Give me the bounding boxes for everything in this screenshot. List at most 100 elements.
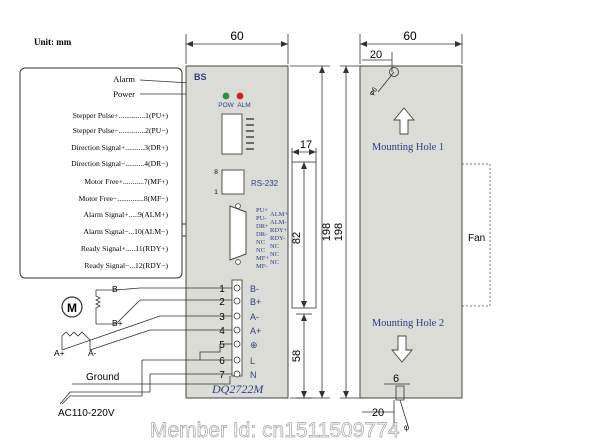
dip-switch-block: [221, 113, 243, 155]
dimension-arrowheads: [292, 66, 325, 398]
conn-right-3: RDY+: [270, 227, 288, 234]
motor-b-plus: B+: [112, 318, 123, 328]
motor-a-plus: A+: [54, 348, 65, 358]
mounting-hole-1-label: Mounting Hole 1: [372, 142, 444, 153]
mounting-hole-2-label: Mounting Hole 2: [372, 318, 444, 329]
motor-symbol: M: [67, 301, 77, 315]
bottom-hole-dia-value: φ: [404, 423, 409, 432]
ground-label: Ground: [86, 372, 119, 383]
signal-pin-6: Motor Free−..............8(MF−): [79, 194, 169, 203]
mounting-hole-2-arrow-icon: [391, 335, 413, 363]
power-callout-label: Power: [113, 89, 135, 99]
front-width-value: 60: [230, 29, 244, 43]
conn-right-5: NC: [270, 243, 279, 250]
motor-icon: [61, 296, 83, 318]
terminal-wiring: [59, 287, 232, 405]
brand-label: BS: [194, 72, 207, 82]
signal-pin-list: Stepper Pulse+..............1(PU+) Stepp…: [71, 111, 168, 270]
side-height-dimension: [340, 65, 360, 399]
dip-switch-markings: [246, 118, 254, 150]
db-screw-bottom-icon: [235, 259, 241, 265]
conn-left-3: DR+: [256, 223, 269, 230]
terminal-number-5: 5: [219, 340, 225, 351]
terminal-number-6: 6: [219, 356, 225, 367]
conn-right-7: NC: [270, 259, 279, 266]
terminal-screw-icon: [233, 356, 241, 364]
conn-left-6: NC: [256, 247, 265, 254]
conn-left-2: PU-: [256, 215, 266, 222]
terminal-label-2: B+: [250, 297, 261, 307]
slot-width-value: 17: [300, 139, 312, 151]
signal-pin-3: Direction Signal+..........3(DR+): [71, 143, 168, 152]
conn-left-4: DR-: [256, 231, 267, 238]
fan-bracket: [462, 163, 491, 307]
pow-led-icon: [222, 92, 230, 100]
motor-b-minus: B-: [112, 284, 121, 294]
alm-led-icon: [236, 92, 244, 100]
alarm-callout-label: Alarm: [113, 74, 135, 84]
terminal-screw-icon: [233, 326, 241, 334]
terminal-label-1: B-: [250, 284, 259, 294]
terminal-label-7: N: [250, 370, 257, 380]
signal-pin-1: Stepper Pulse+..............1(PU+): [73, 111, 169, 120]
model-label: DQ2722M: [211, 382, 264, 396]
motor-coils: [61, 287, 161, 351]
conn-right-2: ALM-: [270, 219, 287, 226]
conn-left-1: PU+: [256, 207, 268, 214]
top-hole-offset-value: 20: [370, 49, 382, 61]
motor-a-minus: A-: [88, 348, 97, 358]
alm-led-label: ALM: [237, 102, 250, 109]
terminal-label-5: ⊕: [250, 340, 258, 350]
terminal-label-6: L: [250, 356, 255, 366]
terminal-label-3: A-: [250, 312, 259, 322]
signal-box: [19, 67, 183, 279]
signal-pin-2: Stepper Pulse−..............2(PU−): [73, 126, 169, 135]
terminal-label-4: A+: [250, 326, 261, 336]
terminal-screw-icon: [233, 312, 241, 320]
signal-pin-9: Ready Signal+.....11(RDY+): [81, 244, 169, 253]
rs232-port: [221, 169, 245, 195]
rs232-pin-bottom: 1: [214, 189, 218, 196]
watermark-text: Member Id: cn1511509774: [150, 419, 400, 442]
conn-left-8: MF-: [256, 263, 268, 270]
power-label: AC110-220V: [58, 408, 115, 419]
terminal-screw-icon: [233, 340, 241, 348]
side-width-value: 60: [403, 29, 417, 43]
terminal-number-3: 3: [219, 312, 225, 323]
bottom-slot-width-value: 6: [393, 373, 399, 385]
conn-right-4: RDY-: [270, 235, 285, 242]
signal-pin-8: Alarm Signal−...10(ALM−): [84, 227, 169, 236]
bottom-offset-value: 58: [291, 350, 303, 362]
bottom-hole-dimension: [362, 383, 410, 427]
terminal-screw-icon: [233, 284, 241, 292]
db-connector: [229, 205, 247, 261]
rs232-pin-top: 8: [214, 169, 218, 176]
signal-pin-7: Alarm Signal+.....9(ALM+): [84, 210, 169, 219]
unit-label: Unit: mm: [34, 37, 72, 47]
terminal-number-4: 4: [219, 326, 225, 337]
driver-side-panel: [359, 65, 463, 399]
signal-pin-10: Ready Signal−...12(RDY−): [84, 261, 168, 270]
conn-right-6: NC: [270, 251, 279, 258]
mounting-hole-1-arrow-icon: [393, 107, 415, 135]
signal-pin-4: Direction Signal−..........4(DR−): [71, 159, 168, 168]
db-screw-top-icon: [235, 203, 241, 209]
signal-pin-5: Motor Free+...........7(MF+): [84, 177, 168, 186]
fan-label: Fan: [468, 233, 485, 244]
slot-height-value: 82: [291, 232, 303, 244]
terminal-screw-icon: [233, 370, 241, 378]
top-hole-dia-value: φ6: [368, 86, 379, 97]
terminal-number-7: 7: [219, 370, 225, 381]
front-width-dimension: 60: [185, 29, 289, 64]
connector-left-signals: PU+ PU- DR+ DR- NC NC MF+ MF-: [256, 207, 269, 270]
front-height-value: 198: [321, 223, 333, 241]
connector-right-signals: ALM+ ALM- RDY+ RDY- NC NC NC: [270, 211, 288, 266]
rs232-label: RS-232: [251, 179, 279, 188]
conn-right-1: ALM+: [270, 211, 288, 218]
side-height-value: 198: [333, 223, 345, 241]
pow-led-label: POW: [218, 102, 234, 109]
terminal-number-1: 1: [219, 284, 225, 295]
terminal-screw-icon: [233, 297, 241, 305]
